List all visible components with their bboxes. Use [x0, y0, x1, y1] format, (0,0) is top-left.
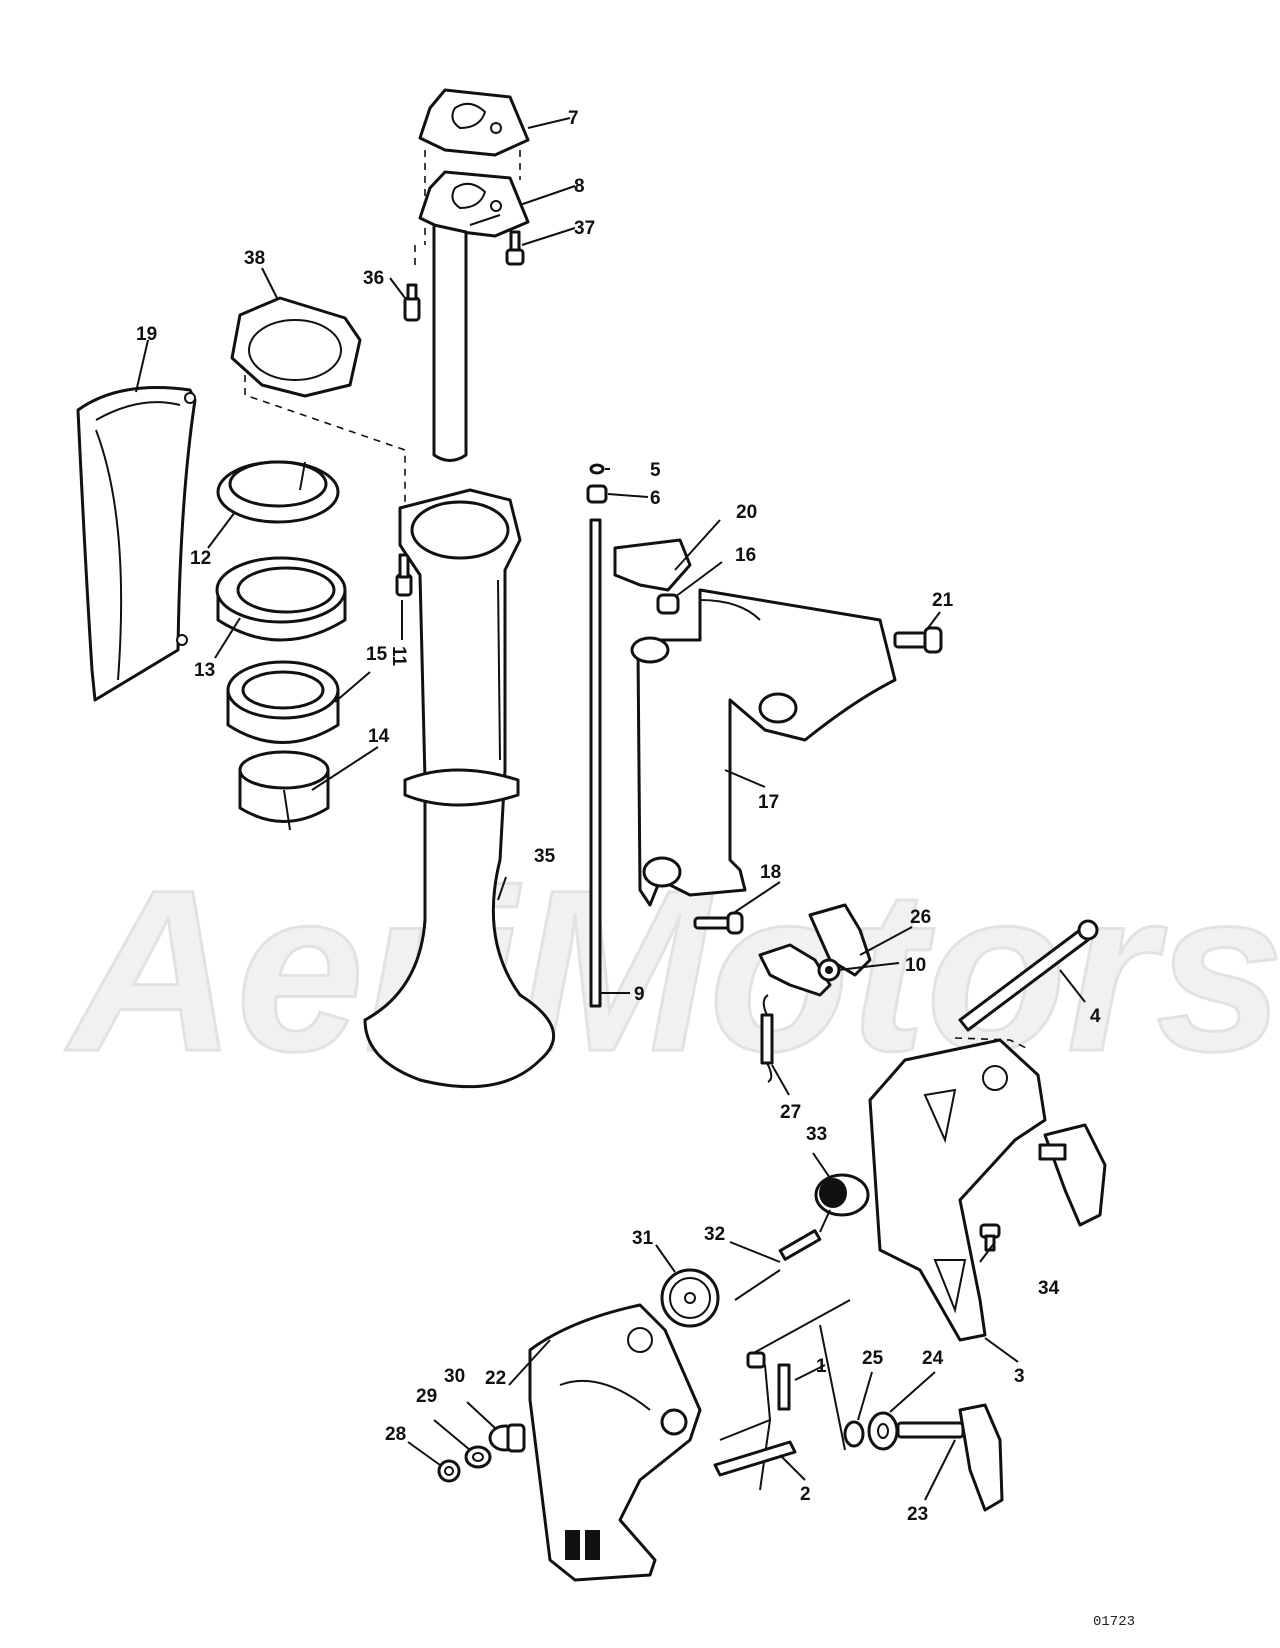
- part-25-washer: [843, 1420, 865, 1448]
- callout-25: 25: [862, 1348, 884, 1369]
- callout-30: 30: [444, 1366, 465, 1387]
- callout-2: 2: [800, 1484, 811, 1505]
- callout-labels: 7 8 37 36 38 19 12 13 11 15 14 5 6 20 16…: [136, 108, 1101, 1525]
- part-steering-tube: [432, 214, 501, 462]
- callout-38: 38: [244, 248, 265, 269]
- part-5-nut: [589, 463, 605, 475]
- part-32-spring: [734, 1209, 831, 1301]
- callout-32: 32: [704, 1224, 725, 1245]
- callout-21: 21: [932, 590, 954, 611]
- callout-26: 26: [910, 907, 931, 928]
- callout-27: 27: [780, 1102, 801, 1123]
- part-13-ring: [215, 556, 347, 642]
- part-21-screw: [893, 626, 943, 654]
- callout-13: 13: [194, 660, 215, 681]
- part-3-clamp-bracket: [868, 1038, 1047, 1342]
- part-18-screw: [693, 911, 744, 935]
- callout-17: 17: [758, 792, 779, 813]
- part-30-bushing: [488, 1423, 526, 1453]
- callout-1: 1: [816, 1356, 827, 1377]
- callout-8: 8: [574, 176, 585, 197]
- part-6-nut: [586, 484, 608, 504]
- part-35-swivel-bracket: [363, 488, 556, 1089]
- callout-37: 37: [574, 218, 595, 239]
- part-10-nut: [817, 958, 841, 982]
- callout-22: 22: [485, 1368, 506, 1389]
- part-9-rod: [589, 518, 602, 1008]
- callout-24: 24: [922, 1348, 944, 1369]
- part-1-spring: [777, 1363, 791, 1411]
- part-29-washer: [464, 1445, 492, 1469]
- part-19-swivel-housing: [76, 386, 197, 702]
- callout-14: 14: [368, 726, 390, 747]
- part-16-nut: [656, 593, 680, 615]
- callout-18: 18: [760, 862, 781, 883]
- callout-16: 16: [735, 545, 756, 566]
- callout-36: 36: [363, 268, 384, 289]
- callout-29: 29: [416, 1386, 437, 1407]
- part-34-screw: [979, 1223, 1001, 1252]
- part-26-lever: [758, 903, 872, 997]
- leader-lines: [135, 117, 1086, 1501]
- callout-35: 35: [534, 846, 556, 867]
- part-31-pad: [660, 1268, 720, 1328]
- callout-9: 9: [634, 984, 645, 1005]
- callout-4: 4: [1090, 1006, 1101, 1027]
- callout-5: 5: [650, 460, 661, 481]
- part-15-bearing: [226, 660, 340, 744]
- part-14-sleeve: [238, 750, 330, 831]
- callout-10: 10: [905, 955, 926, 976]
- part-22-clamp-bracket: [528, 1303, 702, 1582]
- callout-7: 7: [568, 108, 579, 129]
- part-8-mounting-plate: [418, 170, 530, 238]
- callout-11: 11: [388, 646, 409, 667]
- part-24-washer: [867, 1411, 899, 1451]
- part-17-tilt-tube: [630, 588, 897, 907]
- part-38-gasket: [230, 296, 362, 398]
- part-2-lever: [713, 1299, 851, 1491]
- callout-20: 20: [736, 502, 757, 523]
- part-27-spring: [760, 994, 774, 1083]
- part-7-gasket: [418, 88, 530, 157]
- part-20-clamp: [613, 538, 692, 592]
- callout-28: 28: [385, 1424, 406, 1445]
- callout-15: 15: [366, 644, 388, 665]
- part-12-bushing: [216, 460, 340, 524]
- callout-31: 31: [632, 1228, 654, 1249]
- reference-code: 01723: [1093, 1614, 1135, 1630]
- callout-33: 33: [806, 1124, 827, 1145]
- part-37-screw: [505, 230, 525, 266]
- part-28-nut: [437, 1459, 461, 1483]
- part-23-clamp-screw: [896, 1403, 1004, 1512]
- part-11-screw: [395, 553, 413, 597]
- callout-6: 6: [650, 488, 661, 509]
- callout-23: 23: [907, 1504, 928, 1525]
- part-23-clamp-screw-upper: [1038, 1123, 1107, 1227]
- callout-34: 34: [1038, 1278, 1060, 1299]
- part-4-pin: [958, 919, 1099, 1032]
- callout-3: 3: [1014, 1366, 1025, 1387]
- callout-12: 12: [190, 548, 211, 569]
- part-33-knob: [814, 1173, 870, 1217]
- part-36-screw: [403, 283, 421, 322]
- callout-19: 19: [136, 324, 157, 345]
